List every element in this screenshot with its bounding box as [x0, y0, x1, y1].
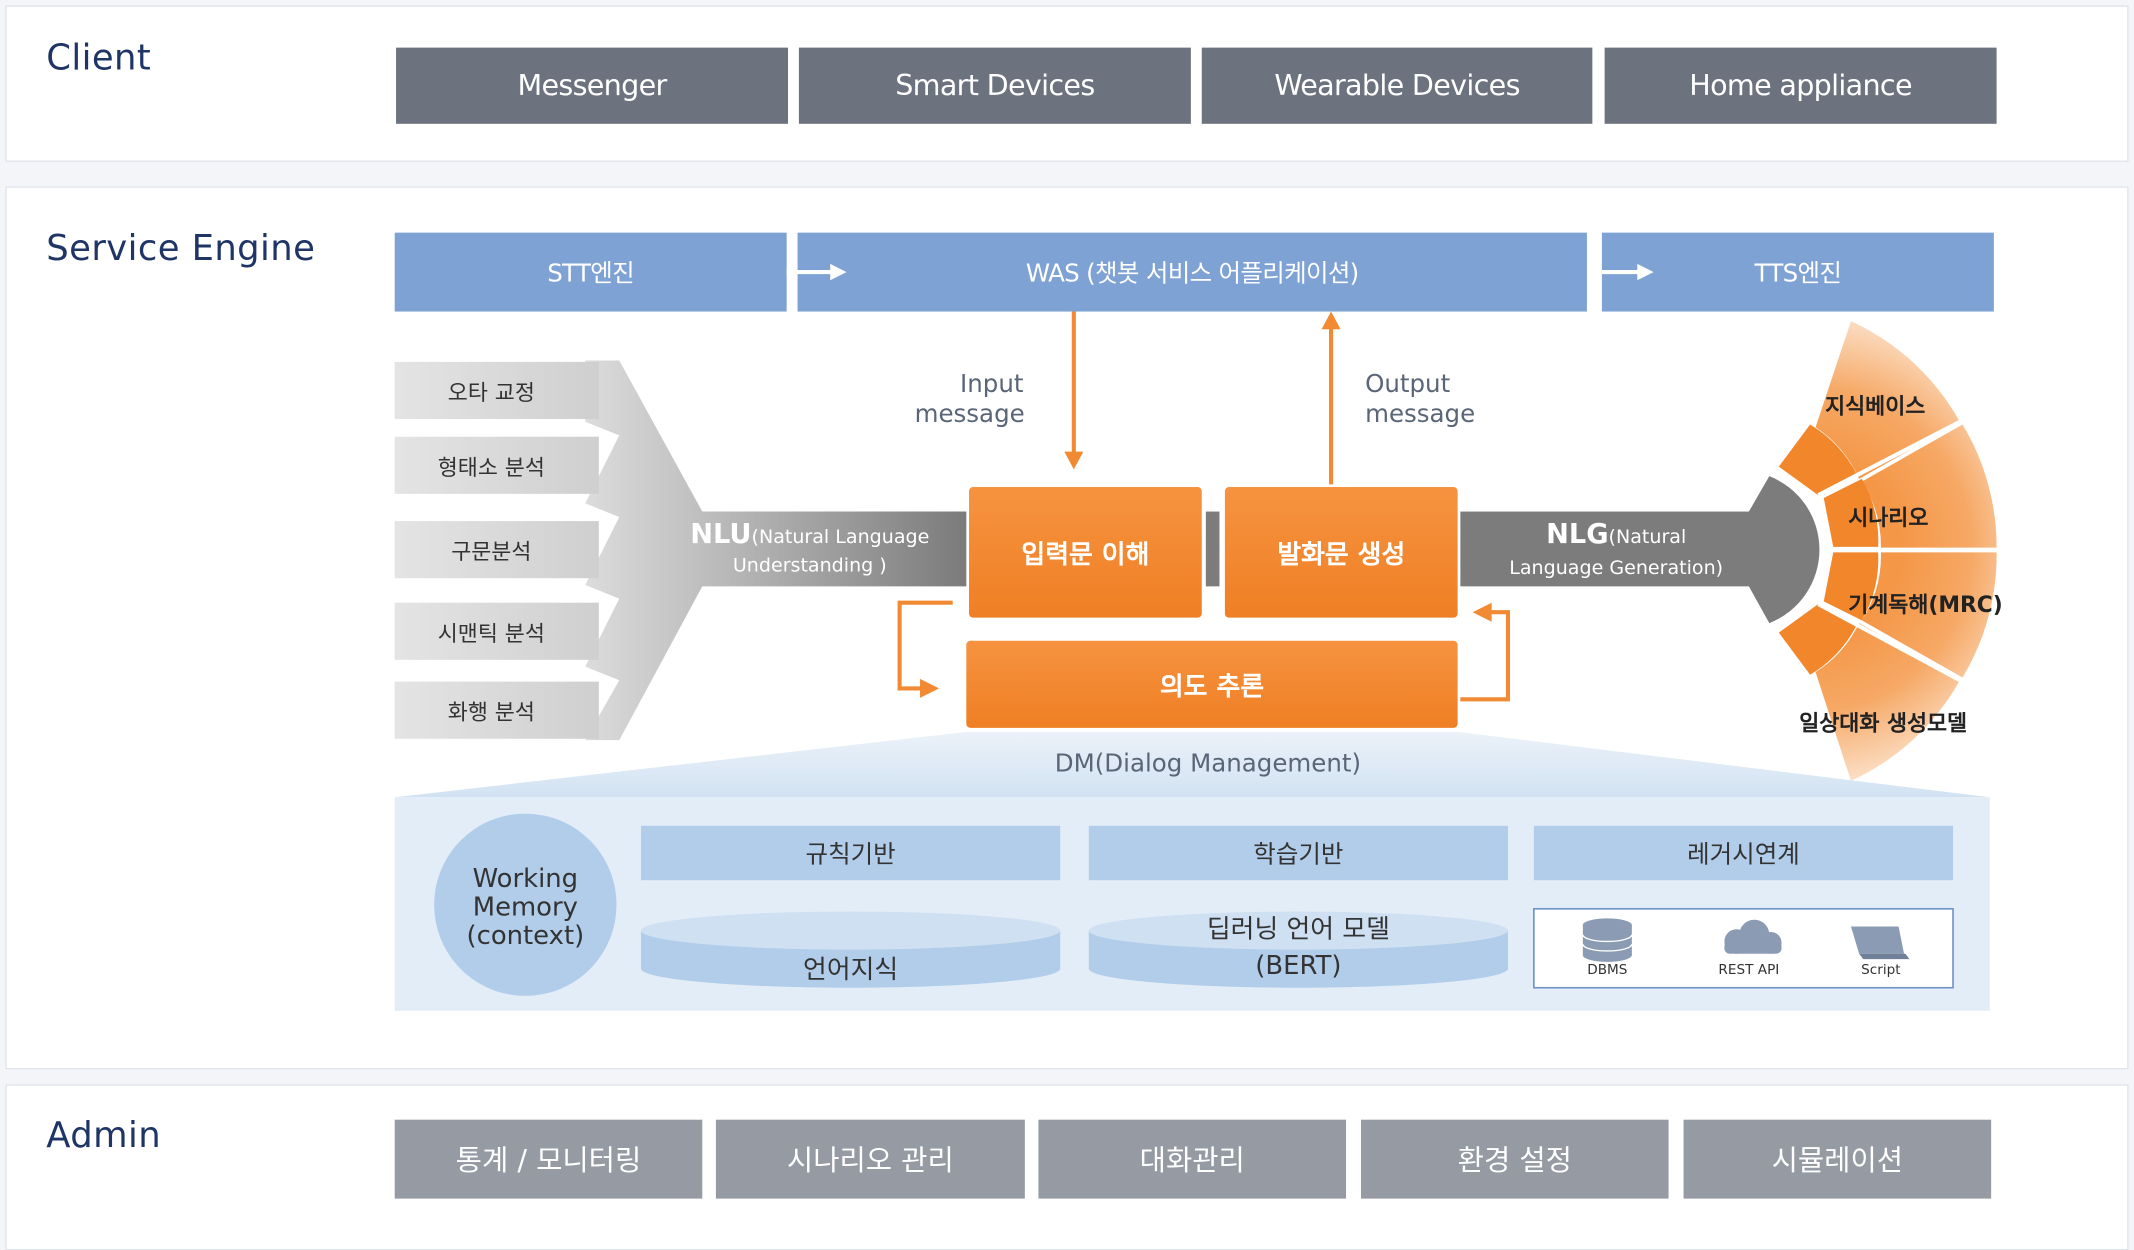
stt-to-was-arrow [786, 263, 847, 281]
cloud-icon [1724, 919, 1782, 954]
nlu-subtitle-2: Understanding ) [732, 555, 887, 577]
client-title: Client [46, 38, 152, 79]
learning-based-bar: 학습기반 [1088, 825, 1508, 881]
nlg-shape [1460, 476, 1820, 624]
rest-api-label: REST API [1718, 963, 1780, 979]
deep-learning-disk [1088, 911, 1508, 988]
working-memory-circle [434, 813, 617, 996]
nlu-item-syntax-analysis: 구문분석 [394, 521, 599, 579]
admin-box-statistics-monitoring: 통계 / 모니터링 [394, 1119, 703, 1199]
rule-based-bar: 규칙기반 [641, 825, 1061, 881]
client-box-home-appliance: Home appliance [1604, 47, 1997, 124]
output-message-label: Output message [1365, 370, 1476, 429]
tts-engine-bar: TTS엔진 [1601, 232, 1994, 312]
nlg-fan-segments [1778, 321, 2001, 781]
output-message-arrow [1321, 311, 1341, 485]
nlu-item-morphological-analysis: 형태소 분석 [394, 436, 599, 494]
utterance-generation-box: 발화문 생성 [1224, 487, 1458, 618]
language-knowledge-label: 언어지식 [803, 955, 899, 986]
nlu-title: NLU [690, 516, 752, 550]
nlu-funnel-shape [585, 360, 967, 741]
loop-arrow-right [1460, 602, 1511, 702]
admin-box-simulation: 시뮬레이션 [1683, 1119, 1992, 1199]
nlu-label: NLU(Natural Language Understanding ) [681, 520, 940, 580]
input-message-label: Input message [914, 370, 1025, 429]
intent-inference-box: 의도 추론 [966, 640, 1458, 728]
client-box-messenger: Messenger [396, 47, 789, 124]
client-box-wearable-devices: Wearable Devices [1201, 47, 1593, 124]
language-knowledge-disk [641, 911, 1061, 988]
nlg-item-scenario: 시나리오 [1848, 504, 1929, 531]
nlg-label: NLG(Natural Language Generation) [1497, 516, 1735, 584]
nlg-title: NLG [1546, 516, 1609, 550]
dm-label: DM(Dialog Management) [1054, 749, 1362, 779]
admin-box-dialog-management: 대화관리 [1038, 1119, 1347, 1199]
deep-learning-label: 딥러닝 언어 모델 (BERT) [1206, 914, 1390, 981]
client-box-smart-devices: Smart Devices [798, 47, 1191, 124]
center-connector [1205, 511, 1220, 587]
working-memory-label: Working Memory (context) [466, 863, 585, 951]
dbms-icon [1582, 918, 1633, 962]
nlu-item-semantic-analysis: 시맨틱 분석 [394, 602, 599, 660]
dm-spotlight [394, 731, 1990, 798]
script-icon [1850, 926, 1910, 960]
service-engine-title: Service Engine [46, 228, 316, 270]
admin-title: Admin [46, 1115, 162, 1157]
nlg-item-knowledge-base: 지식베이스 [1825, 393, 1926, 420]
nlg-item-casual-dialog-model: 일상대화 생성모델 [1799, 710, 1968, 737]
nlg-subtitle-1: (Natural [1608, 526, 1687, 549]
was-to-tts-arrow [1601, 263, 1654, 281]
was-bar: WAS (챗봇 서비스 어플리케이션) [797, 232, 1587, 312]
dbms-label: DBMS [1587, 963, 1628, 979]
script-label: Script [1861, 963, 1901, 979]
input-message-arrow [1064, 311, 1084, 470]
nlg-item-mrc: 기계독해(MRC) [1848, 591, 2003, 618]
admin-box-scenario-management: 시나리오 관리 [715, 1119, 1025, 1199]
loop-arrow-left [897, 600, 953, 698]
admin-box-settings: 환경 설정 [1361, 1119, 1669, 1199]
nlu-subtitle-1: (Natural Language [751, 526, 930, 549]
nlg-subtitle-2: Language Generation) [1509, 557, 1724, 580]
stt-engine-bar: STT엔진 [394, 232, 787, 312]
legacy-integration-bar: 레거시연계 [1533, 825, 1954, 881]
nlu-item-speech-act-analysis: 화행 분석 [394, 681, 599, 739]
input-understanding-box: 입력문 이해 [969, 487, 1202, 618]
nlu-item-typo-correction: 오타 교정 [394, 361, 599, 420]
